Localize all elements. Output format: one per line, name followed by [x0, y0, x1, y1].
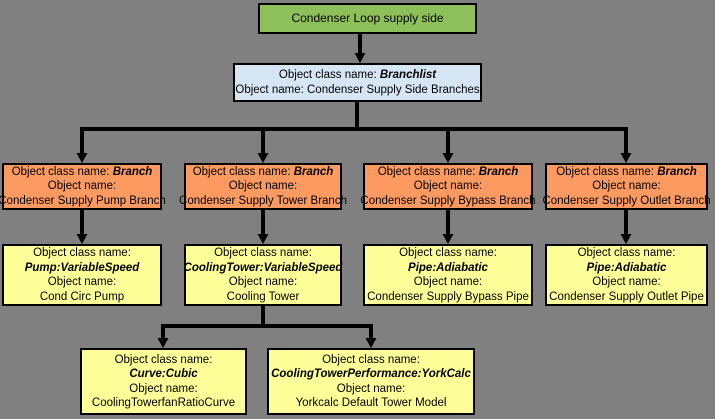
- class-name: CoolingTower:VariableSpeed: [183, 261, 343, 274]
- class-name: Branch: [112, 165, 153, 178]
- class-line: Object class name: Branch: [193, 165, 334, 180]
- node-pipe-adiabatic-bypass: Object class name: Pipe:Adiabatic Object…: [363, 244, 533, 306]
- class-name: Pipe:Adiabatic: [586, 261, 667, 274]
- name-label: Object name:: [228, 180, 298, 193]
- name-label: Object name:: [592, 180, 661, 193]
- class-label: Object class name:: [278, 69, 377, 81]
- name-label: Object name:: [413, 180, 483, 193]
- object-name: CoolingTowerfanRatioCurve: [91, 397, 236, 409]
- class-name: Curve:Cubic: [129, 368, 198, 380]
- class-label: Object class name:: [214, 247, 312, 259]
- class-label: Object class name:: [377, 165, 476, 178]
- class-label: Object class name:: [192, 165, 291, 178]
- object-name: Cooling Tower: [226, 290, 300, 303]
- name-line: Object name: Condenser Supply Side Branc…: [235, 83, 479, 98]
- node-condenser-loop-supply-side: Condenser Loop supply side: [258, 3, 477, 34]
- arrowhead-component-4: [620, 234, 632, 244]
- arrowhead-component-3: [442, 234, 454, 244]
- arrowhead-component-1: [76, 234, 88, 244]
- object-name: Condenser Supply Bypass Branch: [360, 194, 536, 207]
- object-name: Yorkcalc Default Tower Model: [295, 397, 447, 409]
- node-pump-variablespeed: Object class name: Pump:VariableSpeed Ob…: [2, 244, 162, 306]
- object-name: Condenser Supply Bypass Pipe: [367, 290, 529, 303]
- arrowhead-branchlist: [354, 53, 366, 63]
- name-label: Object name:: [235, 83, 304, 96]
- object-name: Condenser Supply Outlet Pipe: [549, 290, 704, 303]
- name-label: Object name:: [336, 382, 406, 395]
- node-pipe-adiabatic-outlet: Object class name: Pipe:Adiabatic Object…: [545, 244, 708, 306]
- class-label: Object class name:: [399, 247, 497, 259]
- node-curve-cubic: Object class name: Curve:Cubic Object na…: [80, 348, 247, 415]
- name-label: Object name:: [413, 276, 483, 288]
- name-label: Object name:: [228, 276, 298, 288]
- arrowhead-sub-2: [365, 338, 377, 348]
- name-label: Object name:: [592, 276, 661, 288]
- name-label: Object name:: [129, 382, 198, 395]
- name-label: Object name:: [47, 276, 117, 288]
- name-label: Object name:: [47, 180, 117, 193]
- arrowhead-branch-3: [442, 153, 454, 163]
- class-name: Pump:VariableSpeed: [24, 261, 140, 274]
- node-branch-supply-bypass: Object class name: Branch Object name: C…: [360, 163, 536, 210]
- class-label: Object class name:: [114, 353, 213, 366]
- object-name: Cond Circ Pump: [39, 290, 125, 303]
- node-coolingtowerperformance-yorkcalc: Object class name: CoolingTowerPerforman…: [267, 348, 475, 415]
- class-name: Pipe:Adiabatic: [408, 261, 488, 274]
- arrowhead-branch-4: [620, 153, 632, 163]
- class-label: Object class name:: [11, 165, 110, 178]
- object-name: Condenser Supply Pump Branch: [0, 194, 166, 207]
- node-branch-supply-outlet: Object class name: Branch Object name: C…: [542, 163, 711, 210]
- class-name: Branch: [478, 165, 519, 178]
- node-branch-supply-pump: Object class name: Branch Object name: C…: [0, 163, 166, 210]
- class-label: Object class name:: [556, 165, 654, 178]
- class-line: Object class name: Branch: [378, 165, 519, 180]
- class-name: Branch: [657, 165, 697, 178]
- node-branchlist: Object class name: Branchlist Object nam…: [233, 63, 482, 102]
- class-line: Object class name: Branchlist: [279, 68, 436, 83]
- class-label: Object class name:: [322, 353, 420, 366]
- class-name: CoolingTowerPerformance:YorkCalc: [271, 368, 471, 380]
- class-line: Object class name: Branch: [12, 165, 153, 180]
- arrowhead-branch-2: [257, 153, 269, 163]
- arrowhead-component-2: [257, 234, 269, 244]
- object-name: Condenser Supply Tower Branch: [179, 194, 347, 207]
- class-line: Object class name: Branch: [556, 165, 697, 180]
- node-title: Condenser Loop supply side: [291, 11, 444, 26]
- class-name: Branchlist: [379, 69, 437, 81]
- class-name: Branch: [293, 165, 334, 178]
- arrowhead-sub-1: [157, 338, 169, 348]
- node-branch-supply-tower: Object class name: Branch Object name: C…: [179, 163, 347, 210]
- object-name: Condenser Supply Outlet Branch: [542, 194, 711, 207]
- class-label: Object class name:: [33, 247, 131, 259]
- arrowhead-branch-1: [76, 153, 88, 163]
- object-name: Condenser Supply Side Branches: [307, 83, 480, 96]
- class-label: Object class name:: [577, 247, 676, 259]
- node-coolingtower-variablespeed: Object class name: CoolingTower:Variable…: [184, 244, 342, 306]
